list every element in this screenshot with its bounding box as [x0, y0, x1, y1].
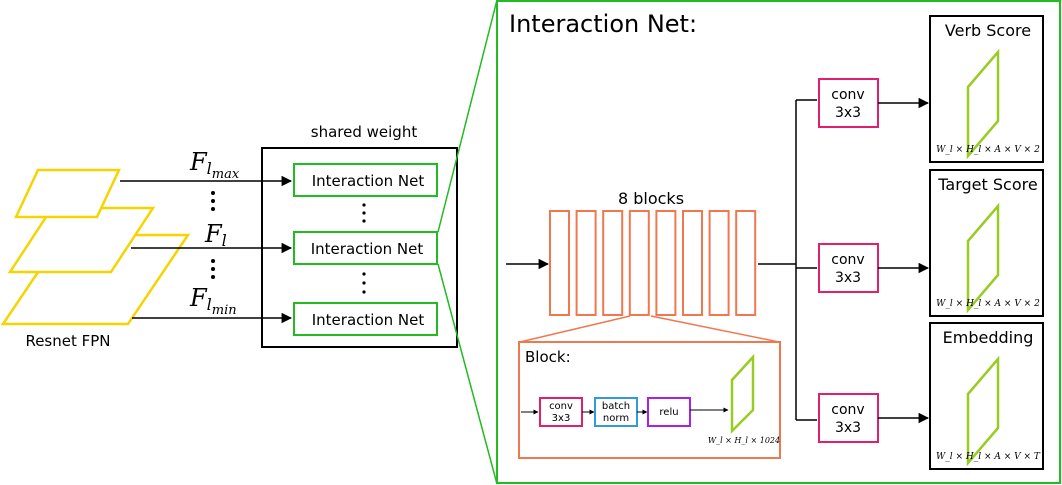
block-batchnorm-label-2: norm — [603, 413, 629, 424]
head-feature-map — [966, 202, 1000, 314]
head-conv-kernel: 3x3 — [835, 105, 861, 121]
block-5 — [655, 210, 677, 316]
head-title: Target Score — [937, 175, 1037, 194]
block-2 — [575, 210, 597, 316]
interaction-net-label-top: Interaction Net — [312, 172, 425, 190]
head-dims: W_l × H_l × A × V × 2 — [936, 299, 1040, 309]
block-zoom-line-left — [519, 315, 631, 343]
blocks-stack — [549, 210, 757, 316]
fpn-plane-top — [14, 168, 121, 219]
zoom-line-bottom — [437, 263, 498, 485]
interaction-net-box-top[interactable] — [293, 163, 438, 197]
head-dims: W_l × H_l × A × V × T — [936, 452, 1041, 462]
branch-lines — [758, 99, 817, 421]
block-zoom-line-right — [650, 315, 780, 343]
fpn-label: Resnet FPN — [25, 332, 110, 350]
fpn-plane-middle — [7, 206, 156, 274]
block-conv-kernel: 3x3 — [552, 413, 571, 424]
block-conv-label: conv — [549, 401, 573, 412]
block-output-feature — [730, 353, 755, 435]
shared-weight-box — [261, 147, 458, 348]
shared-weight-title: shared weight — [311, 123, 418, 141]
head-conv-label: conv — [831, 402, 864, 418]
block-batchnorm-label: batch — [602, 401, 630, 412]
block-batchnorm-box — [594, 397, 638, 427]
block-6 — [682, 210, 703, 316]
interaction-net-title: Interaction Net: — [509, 10, 697, 38]
head-feature-map — [966, 355, 1000, 467]
block-output-dims: W_l × H_l × 1024 — [708, 436, 780, 445]
interaction-net-label-middle: Interaction Net — [311, 240, 424, 258]
head-conv-kernel: 3x3 — [835, 270, 861, 286]
interaction-net-box-middle[interactable] — [293, 231, 438, 265]
zoom-line-top — [437, 0, 498, 233]
block-3 — [602, 210, 624, 316]
block-8 — [735, 210, 757, 316]
blocks-count-label: 8 blocks — [618, 189, 684, 208]
block-relu-box — [647, 397, 691, 427]
head-conv-kernel: 3x3 — [835, 420, 861, 436]
interaction-net-frame — [496, 0, 1061, 484]
block-4 — [628, 210, 650, 316]
head-feature-map — [966, 48, 1000, 160]
head-conv-box — [818, 393, 879, 443]
head-title: Verb Score — [945, 21, 1031, 40]
head-conv-label: conv — [831, 252, 864, 268]
interaction-net-label-bottom: Interaction Net — [312, 311, 425, 329]
fpn-ellipsis — [211, 191, 215, 279]
head-conv-box — [818, 78, 879, 128]
interaction-net-box-bottom[interactable] — [293, 302, 438, 336]
label-f-l: Fl — [204, 220, 227, 250]
block-1 — [549, 210, 570, 316]
fpn-planes — [0, 168, 191, 326]
shared-ellipsis — [362, 203, 366, 294]
block-relu-label: relu — [659, 407, 678, 418]
head-dims: W_l × H_l × A × V × 2 — [936, 145, 1040, 155]
head-conv-label: conv — [831, 87, 864, 103]
head-title: Embedding — [943, 328, 1034, 347]
block-7 — [708, 210, 730, 316]
block-detail-title: Block: — [525, 348, 571, 366]
label-f-lmin: Flmin — [189, 284, 237, 318]
label-f-lmax: Flmax — [189, 148, 240, 182]
